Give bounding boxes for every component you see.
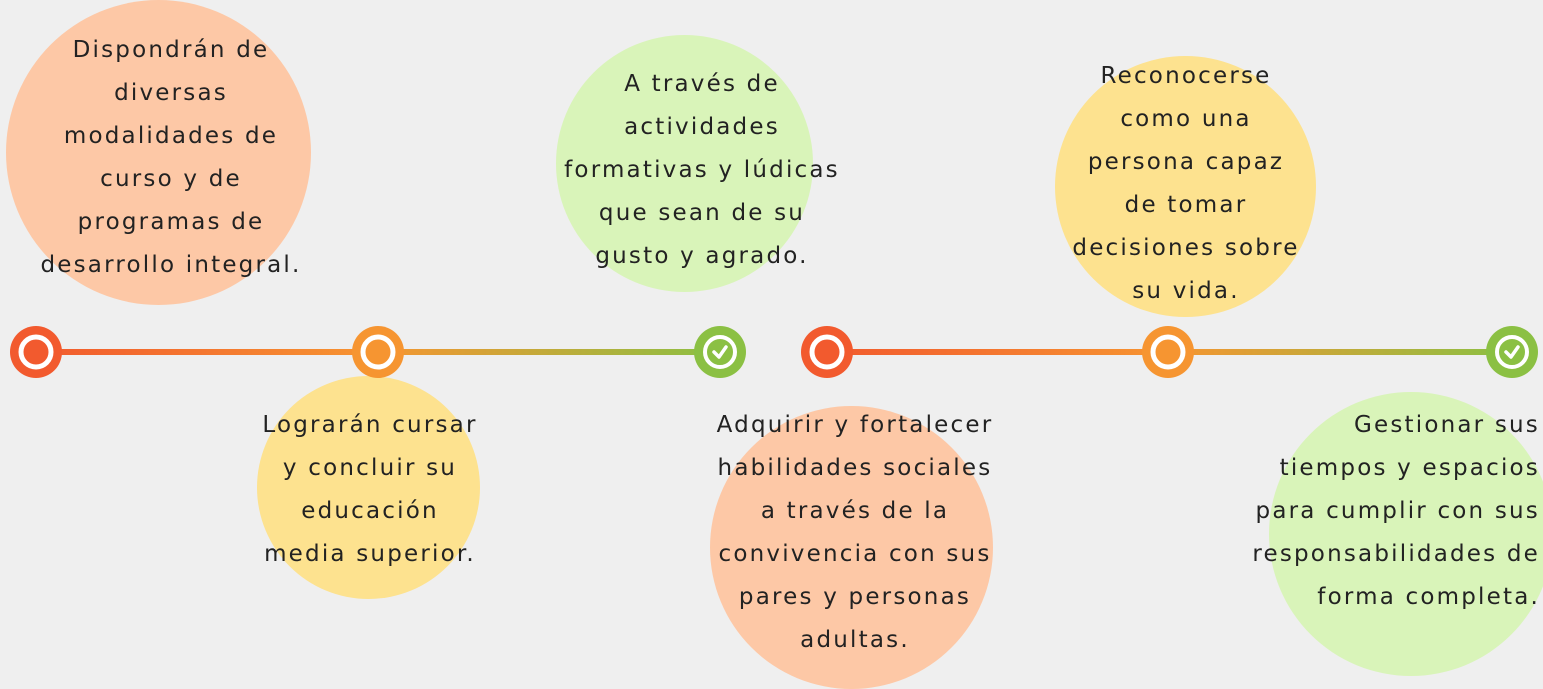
circle-bg-6 [1269, 392, 1543, 676]
circle-bg-4 [710, 406, 993, 689]
circle-bg-5 [1055, 56, 1316, 317]
check-icon [712, 345, 728, 359]
timeline-node-1 [10, 326, 62, 378]
circle-bg-3 [556, 35, 813, 292]
timeline-node-3 [694, 326, 746, 378]
item-text-6: Gestionar sus tiempos y espacios para cu… [1252, 412, 1540, 610]
item-text-3: A través de actividades formativas y lúd… [564, 71, 840, 269]
item-text-5: Reconocerse como una persona capaz de to… [1072, 63, 1300, 304]
circle-bg-1 [6, 0, 311, 305]
check-icon [1504, 345, 1520, 359]
timeline-node-4 [801, 326, 853, 378]
timeline [10, 326, 1538, 378]
timeline-node-2 [352, 326, 404, 378]
item-text-1: Dispondrán de diversas modalidades de cu… [40, 37, 302, 278]
circle-bg-2 [257, 376, 480, 599]
timeline-node-6 [1486, 326, 1538, 378]
item-text-2: Lograrán cursar y concluir su educación … [262, 412, 478, 567]
item-text-4: Adquirir y fortalecer habilidades social… [716, 412, 994, 653]
timeline-node-5 [1142, 326, 1194, 378]
